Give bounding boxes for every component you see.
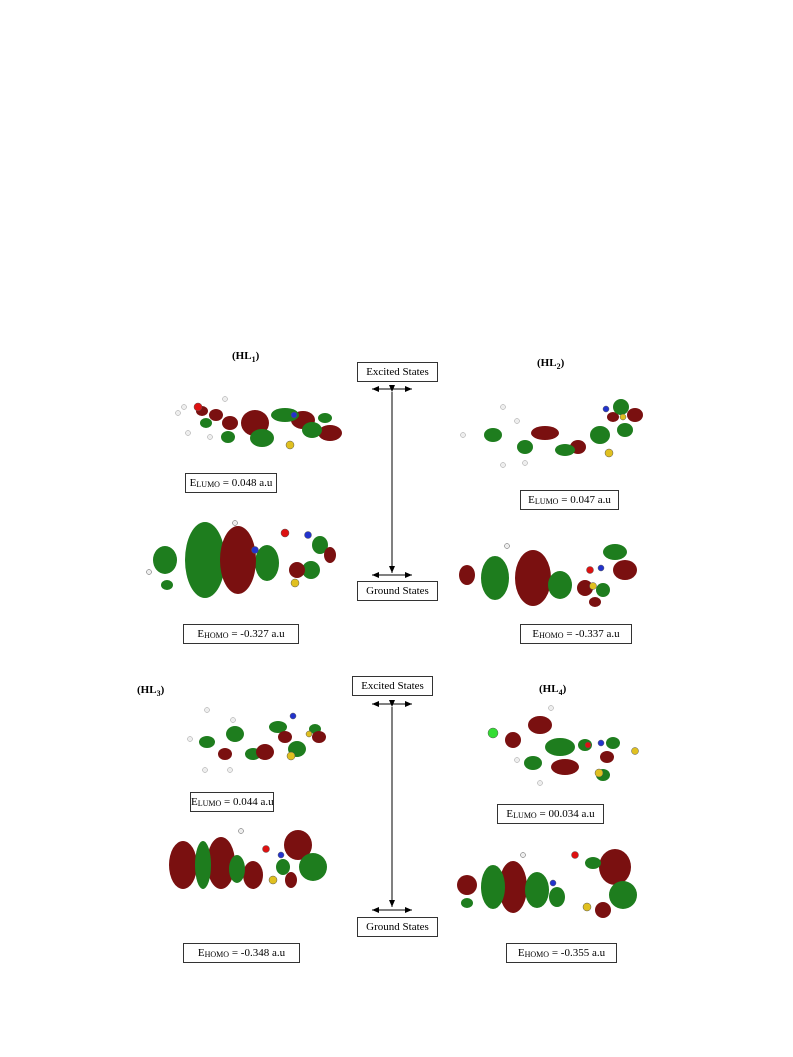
red-lobes	[169, 830, 312, 889]
excited-states-box-bottom: Excited States	[352, 676, 433, 696]
lumo-energy-hl3: ELUMO = 0.044 a.u	[190, 792, 274, 812]
red-lobes	[220, 526, 336, 594]
hl3-homo-orbital	[169, 828, 327, 889]
heteroatoms	[602, 405, 627, 458]
homo-energy-hl3: EHOMO = -0.348 a.u	[183, 943, 300, 963]
homo-energy-hl4: EHOMO = -0.355 a.u	[506, 943, 617, 963]
heteroatoms	[286, 712, 313, 761]
atoms	[146, 520, 312, 588]
molecule-label-hl2: (HL2)	[537, 357, 565, 372]
green-lobes	[484, 399, 633, 456]
excited-states-box-top: Excited States	[357, 362, 438, 382]
molecule-label-hl1: (HL1)	[232, 350, 260, 365]
hl4-homo-orbital	[457, 849, 637, 918]
homo-energy-hl2: EHOMO = -0.337 a.u	[520, 624, 632, 644]
red-lobes	[218, 731, 326, 760]
green-lobes	[153, 522, 328, 598]
hl1-lumo-orbital	[175, 396, 342, 450]
hl2-homo-orbital	[459, 543, 637, 607]
green-lobes	[461, 857, 637, 909]
red-lobes	[459, 550, 637, 607]
red-lobes	[505, 716, 614, 775]
homo-energy-hl1: EHOMO = -0.327 a.u	[183, 624, 299, 644]
ground-states-box-top: Ground States	[357, 581, 438, 601]
hydrogen-atoms	[187, 707, 236, 773]
lumo-energy-hl1: ELUMO = 0.048 a.u	[185, 473, 277, 493]
green-lobes	[195, 841, 327, 889]
hydrogen-atoms	[514, 705, 554, 786]
hl3-lumo-orbital	[187, 707, 326, 773]
hl1-homo-orbital	[146, 520, 336, 598]
atoms	[520, 851, 592, 912]
atoms	[487, 727, 639, 778]
ground-states-box-bottom: Ground States	[357, 917, 438, 937]
atoms	[238, 828, 285, 885]
hl2-lumo-orbital	[460, 399, 643, 468]
atoms	[504, 543, 605, 590]
hl4-lumo-orbital	[487, 705, 639, 786]
molecule-label-hl4: (HL4)	[539, 683, 567, 698]
red-lobes	[457, 849, 631, 918]
lumo-energy-hl4: ELUMO = 00.034 a.u	[497, 804, 604, 824]
green-lobes	[481, 544, 627, 600]
hydrogen-atoms	[460, 404, 528, 468]
lumo-energy-hl2: ELUMO = 0.047 a.u	[520, 490, 619, 510]
molecule-label-hl3: (HL3)	[137, 684, 165, 699]
green-lobes	[200, 408, 332, 447]
heteroatoms	[193, 402, 298, 450]
green-lobes	[199, 721, 321, 760]
